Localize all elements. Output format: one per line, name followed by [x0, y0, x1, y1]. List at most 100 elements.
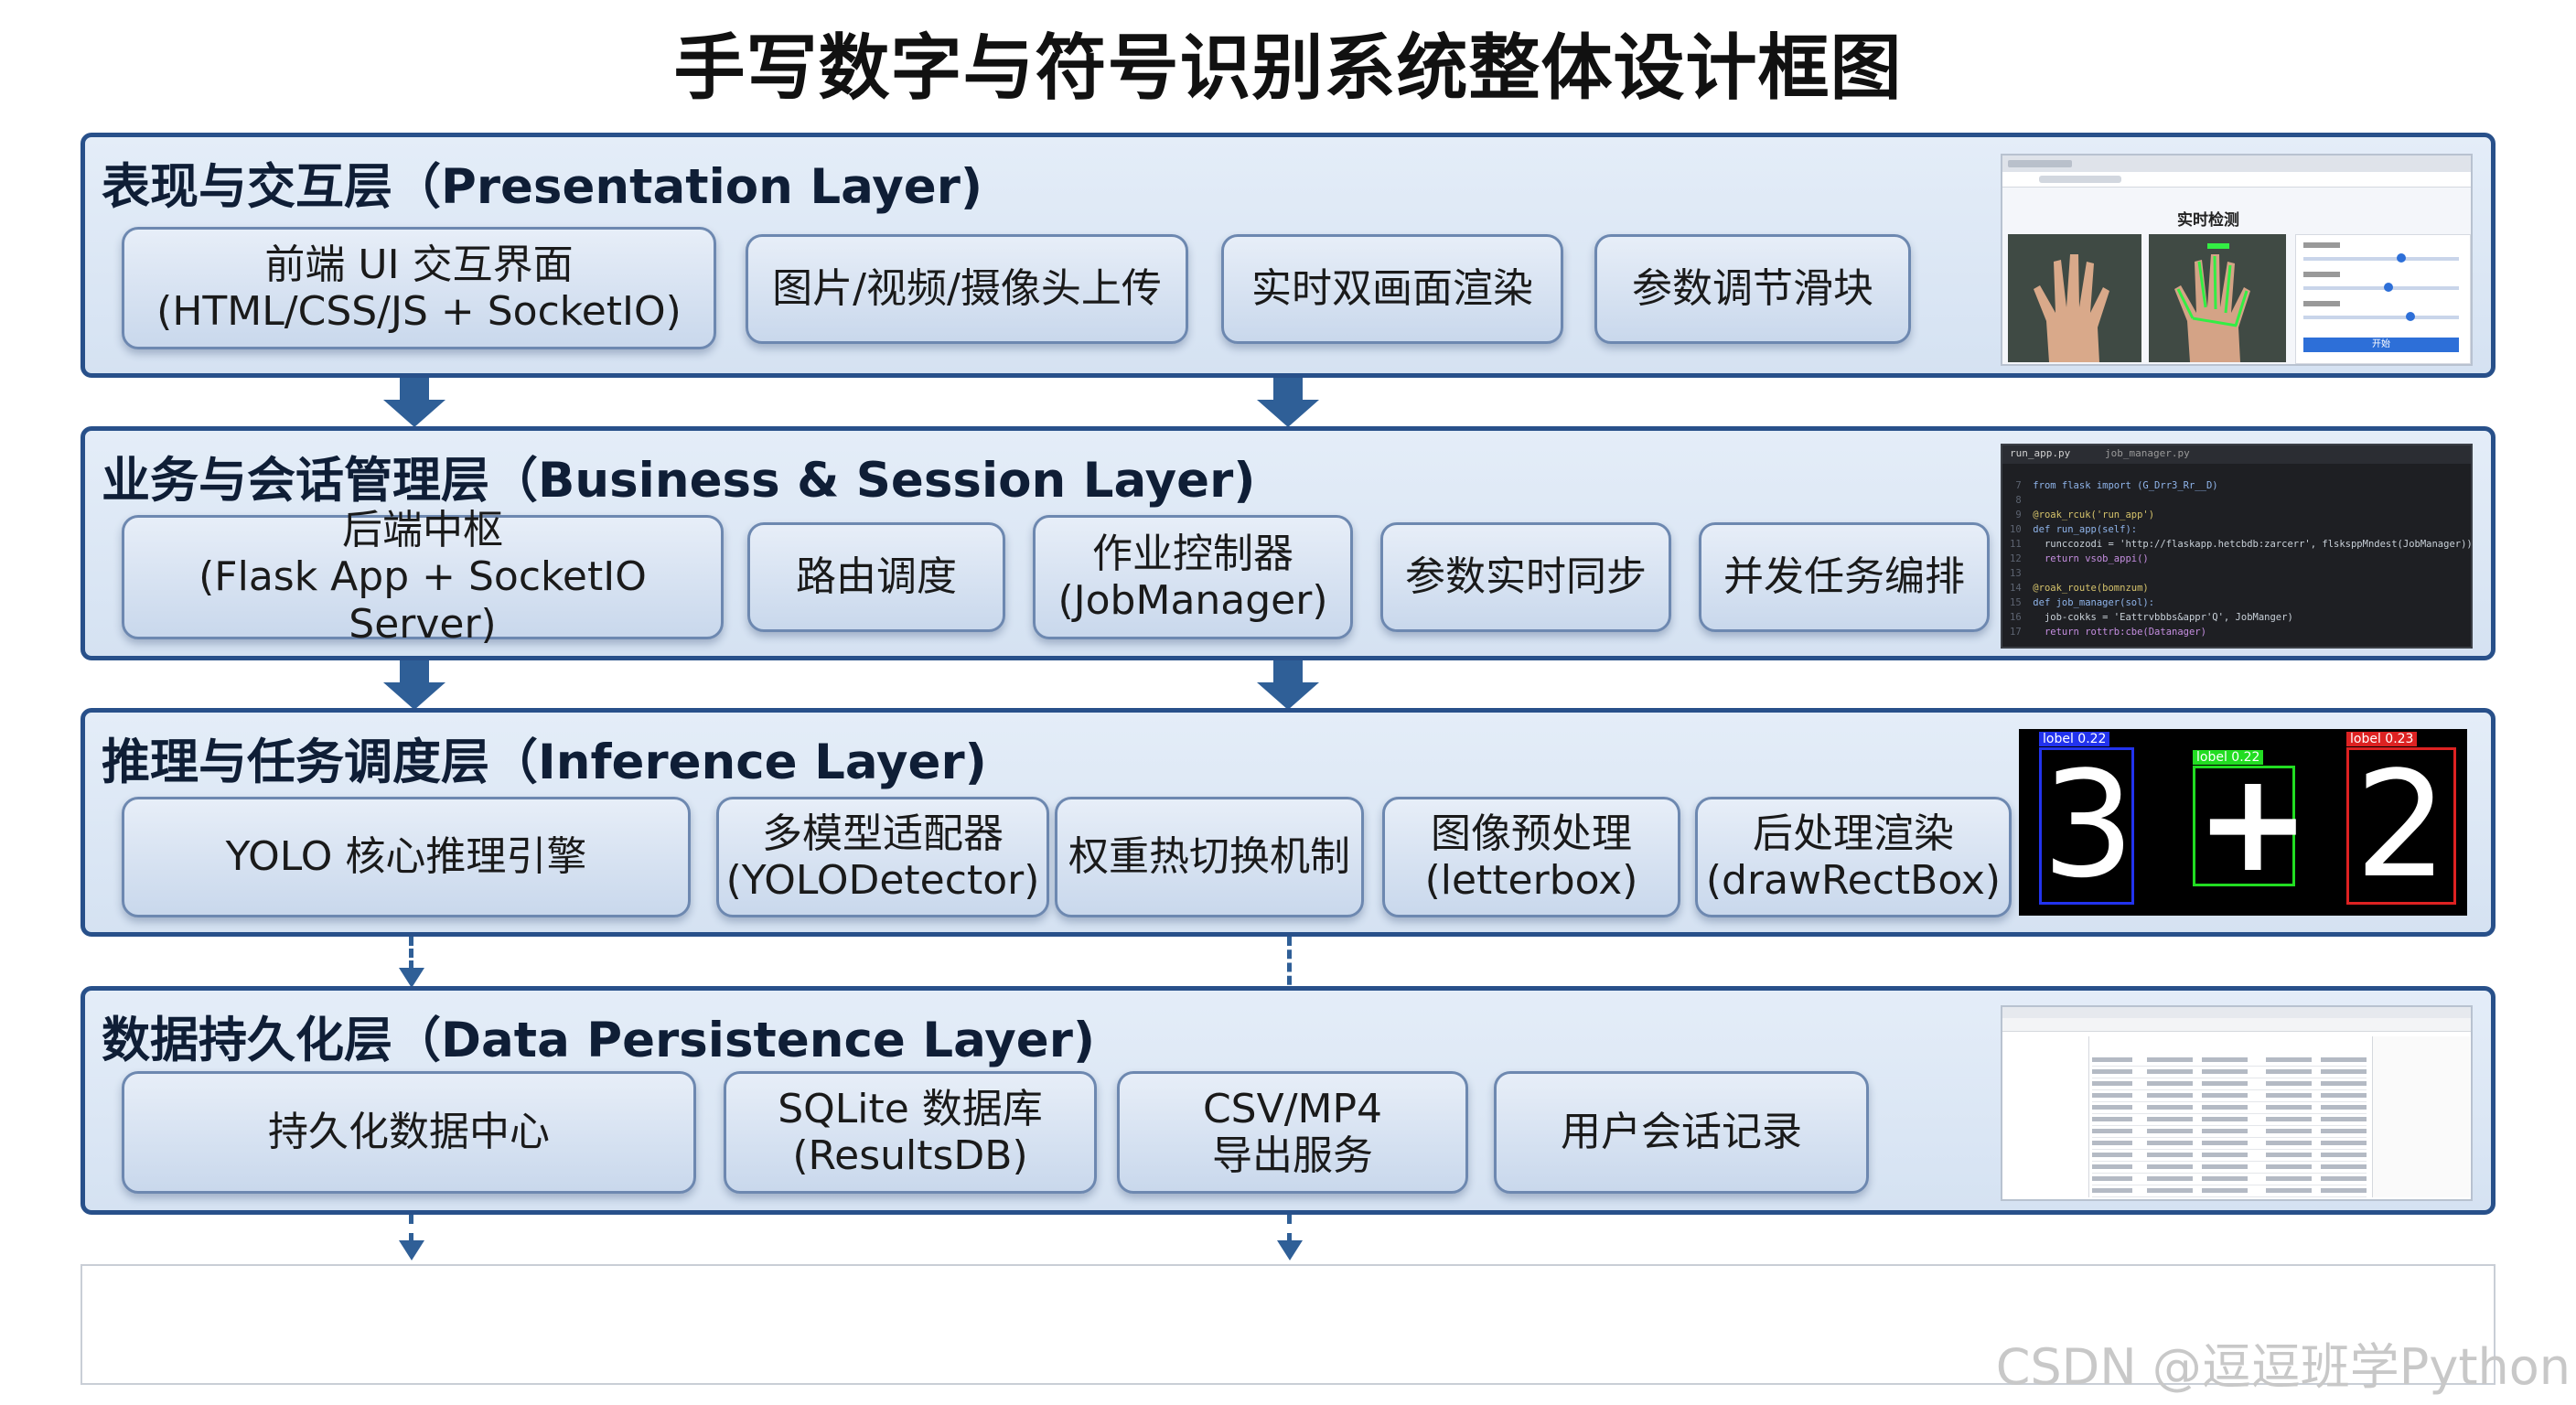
db-cell — [2266, 1081, 2312, 1086]
code-text: def job_manager(sol): — [2033, 597, 2155, 608]
db-cell — [2321, 1117, 2367, 1121]
layer-title: 数据持久化层（Data Persistence Layer) — [102, 1013, 1096, 1068]
code-line: 13 — [2010, 566, 2471, 581]
code-line: 15 def job_manager(sol): — [2010, 595, 2471, 610]
code-text: return vsob_appi() — [2033, 553, 2149, 564]
db-cell — [2266, 1188, 2312, 1193]
dashed-arrow-down-icon — [1277, 1215, 1303, 1264]
db-cell — [2147, 1117, 2193, 1121]
db-row — [2092, 1185, 2367, 1197]
db-cell — [2266, 1176, 2312, 1181]
db-row — [2092, 1114, 2367, 1126]
db-cell — [2147, 1129, 2193, 1133]
box-line2: (ResultsDB) — [792, 1132, 1028, 1179]
box-line2: (JobManager) — [1057, 577, 1328, 624]
detection-2: lobel 0.23 2 — [2346, 732, 2456, 905]
db-cell — [2202, 1117, 2248, 1121]
arrow-down-icon — [1257, 660, 1319, 710]
editor-tab: run_app.py — [2010, 447, 2071, 459]
db-cell — [2266, 1117, 2312, 1121]
box-line1: 后端中枢 — [342, 507, 503, 554]
sqlite-db-box: SQLite 数据库 (ResultsDB) — [724, 1071, 1097, 1194]
inference-layer: 推理与任务调度层（Inference Layer) YOLO 核心推理引擎 多模… — [80, 708, 2496, 937]
box-line1: 用户会话记录 — [1561, 1109, 1802, 1156]
arrow-down-icon — [1257, 378, 1319, 427]
line-number: 10 — [2010, 524, 2034, 535]
db-cell — [2147, 1176, 2193, 1181]
code-text: @roak_route(bomnzum) — [2033, 583, 2149, 594]
db-cell — [2147, 1105, 2193, 1110]
db-cell — [2202, 1105, 2248, 1110]
arrow-down-icon — [383, 660, 445, 710]
dual-render-box: 实时双画面渲染 — [1221, 234, 1563, 344]
upload-box: 图片/视频/摄像头上传 — [746, 234, 1188, 344]
box-line1: 路由调度 — [796, 553, 957, 601]
db-cell — [2266, 1069, 2312, 1074]
db-cell — [2202, 1081, 2248, 1086]
db-cell — [2202, 1153, 2248, 1157]
code-text: return rottrb:cbe(Datanager) — [2033, 627, 2206, 638]
presentation-layer: 表现与交互层（Presentation Layer) 前端 UI 交互界面 (H… — [80, 133, 2496, 378]
line-number: 11 — [2010, 539, 2034, 550]
db-cell — [2202, 1141, 2248, 1145]
code-line: 11 runccozodi = 'http://flaskapp.hetcbdb… — [2010, 537, 2471, 552]
db-row — [2092, 1150, 2367, 1162]
box-line2: (letterbox) — [1424, 857, 1638, 904]
hand-image-right — [2149, 234, 2286, 362]
db-cell — [2092, 1081, 2132, 1086]
detection-result-image: lobel 0.22 3 lobel 0.22 + lobel 0.23 2 — [2019, 729, 2467, 916]
ui-screenshot-thumbnail: 实时检测 — [2001, 154, 2473, 366]
box-line2: (Flask App + SocketIO Server) — [199, 553, 647, 648]
db-cell — [2321, 1081, 2367, 1086]
db-row — [2092, 1138, 2367, 1150]
backend-hub-box: 后端中枢 (Flask App + SocketIO Server) — [122, 507, 724, 648]
yolo-engine-box: YOLO 核心推理引擎 — [122, 797, 691, 917]
code-text: @roak_rcuk('run_app') — [2033, 509, 2155, 520]
db-cell — [2147, 1069, 2193, 1074]
box-line2: (HTML/CSS/JS + SocketIO) — [156, 288, 682, 335]
db-cell — [2266, 1105, 2312, 1110]
db-cell — [2321, 1057, 2367, 1062]
layer-title: 业务与会话管理层（Business & Session Layer) — [102, 453, 1256, 509]
code-text: def run_app(self): — [2033, 524, 2138, 535]
code-line: 17 return rottrb:cbe(Datanager) — [2010, 625, 2471, 639]
box-line1: 参数调节滑块 — [1632, 265, 1873, 313]
db-cell — [2202, 1188, 2248, 1193]
detection-label: lobel 0.22 — [2039, 732, 2110, 746]
code-line: 16 job-cokks = 'Eattrvbbbs&appr'Q', JobM… — [2010, 610, 2471, 625]
db-row — [2092, 1174, 2367, 1185]
db-cell — [2092, 1188, 2132, 1193]
db-row — [2092, 1102, 2367, 1114]
box-line1: SQLite 数据库 — [778, 1085, 1043, 1132]
line-number: 15 — [2010, 597, 2034, 608]
db-cell — [2202, 1164, 2248, 1169]
code-line: 14 @roak_route(bomnzum) — [2010, 581, 2471, 595]
detection-3: lobel 0.22 3 — [2039, 732, 2135, 910]
db-cell — [2321, 1129, 2367, 1133]
digit-glyph: 3 — [2042, 739, 2135, 910]
data-persistence-layer: 数据持久化层（Data Persistence Layer) 持久化数据中心 S… — [80, 986, 2496, 1215]
db-cell — [2202, 1057, 2248, 1062]
db-cell — [2321, 1164, 2367, 1169]
line-number: 14 — [2010, 583, 2034, 594]
db-row — [2092, 1055, 2367, 1067]
box-line2: 导出服务 — [1212, 1132, 1373, 1179]
db-cell — [2147, 1188, 2193, 1193]
db-cell — [2147, 1081, 2193, 1086]
persistence-center-box: 持久化数据中心 — [122, 1071, 696, 1194]
box-line1: 持久化数据中心 — [268, 1109, 550, 1156]
line-number: 16 — [2010, 612, 2034, 623]
param-sync-box: 参数实时同步 — [1380, 522, 1671, 632]
db-cell — [2092, 1153, 2132, 1157]
code-text: job-cokks = 'Eattrvbbbs&appr'Q', JobMang… — [2033, 612, 2293, 623]
db-row — [2092, 1126, 2367, 1138]
box-line1: YOLO 核心推理引擎 — [225, 833, 587, 881]
box-line1: 多模型适配器 — [762, 810, 1004, 857]
db-cell — [2092, 1129, 2132, 1133]
db-cell — [2147, 1141, 2193, 1145]
db-cell — [2202, 1093, 2248, 1098]
db-cell — [2266, 1093, 2312, 1098]
param-slider-box: 参数调节滑块 — [1594, 234, 1911, 344]
db-cell — [2092, 1093, 2132, 1098]
code-lines: 7 from flask import (G_Drr3_Rr__D) 8 9 @… — [2010, 478, 2471, 639]
